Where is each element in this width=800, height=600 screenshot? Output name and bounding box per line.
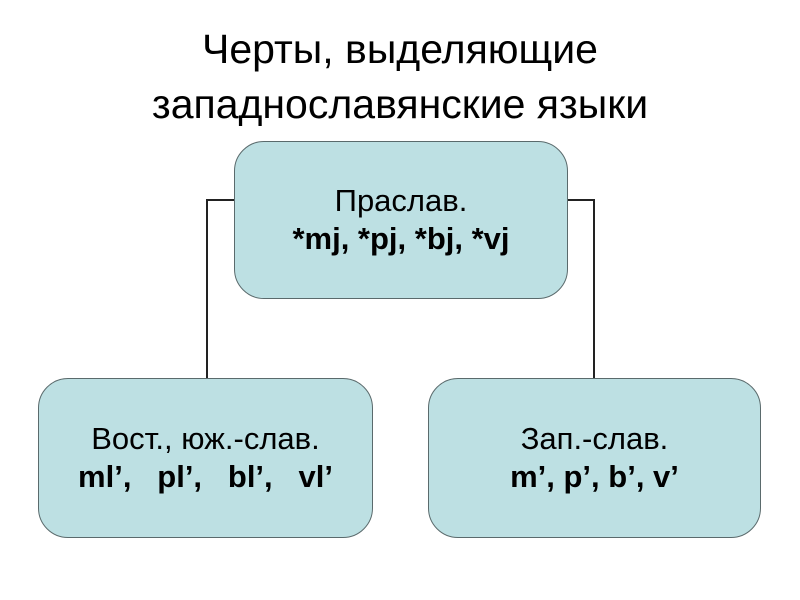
node-label: Праслав.	[334, 183, 468, 218]
title-line-2: западнославянские языки	[151, 81, 649, 127]
node-forms: ml’, pl’, bl’, vl’	[78, 459, 333, 494]
slide-title: Черты, выделяющие западнославянские язык…	[0, 22, 800, 132]
node-forms: *mj, *pj, *bj, *vj	[292, 221, 510, 256]
connector-left-horizontal	[206, 199, 235, 201]
connector-right-vertical	[593, 199, 595, 379]
node-east-south-slavic: Вост., юж.-слав. ml’, pl’, bl’, vl’	[38, 378, 373, 538]
node-west-slavic: Зап.-слав. m’, p’, b’, v’	[428, 378, 761, 538]
title-line-1: Черты, выделяющие	[202, 26, 598, 72]
connector-left-vertical	[206, 199, 208, 379]
node-forms: m’, p’, b’, v’	[510, 459, 679, 494]
node-label: Вост., юж.-слав.	[91, 421, 320, 456]
node-label: Зап.-слав.	[520, 421, 669, 456]
node-proto-slavic: Праслав. *mj, *pj, *bj, *vj	[234, 141, 568, 299]
connector-right-horizontal	[566, 199, 595, 201]
